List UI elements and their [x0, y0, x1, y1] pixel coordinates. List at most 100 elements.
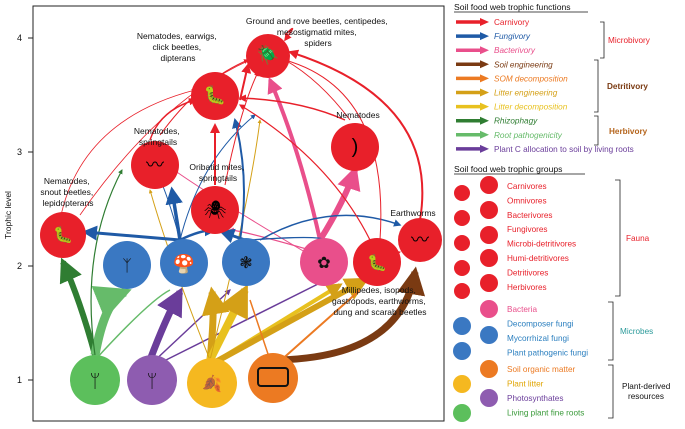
earthworm-icon: 〰: [411, 230, 429, 250]
node-nematodes-top: [331, 123, 379, 171]
node-som: [248, 353, 298, 403]
legend-function-arrowhead: [480, 102, 489, 111]
legend-function-arrowhead: [480, 74, 489, 83]
tick-1: 1: [17, 375, 22, 385]
caterpillar-icon: 🐛: [53, 225, 73, 244]
node-bacteria: [300, 238, 348, 286]
group-microbivory: Microbivory: [608, 36, 651, 45]
legend-plant-item: Photosynthates: [507, 394, 563, 403]
legend-functions-title: Soil food web trophic functions: [454, 2, 571, 12]
legend-function-arrowhead: [480, 18, 489, 26]
legend-function-arrowhead: [480, 130, 489, 139]
legend-function-arrowhead: [480, 60, 489, 69]
legend-plant-item: Living plant fine roots: [507, 409, 584, 418]
fauna-label: Fauna: [626, 234, 650, 243]
node-omnivores: [191, 72, 239, 120]
label-oribatid: Oribatid mites, springtails: [189, 162, 246, 183]
legend-function-label: Fungivory: [494, 32, 531, 41]
tick-3: 3: [17, 147, 22, 157]
root-tip-icon: ᛘ: [147, 371, 158, 391]
y-axis: 4 3 2 1 Trophic level: [3, 33, 33, 385]
label-ground-beetles-l2: mesostigmatid mites,: [277, 27, 357, 37]
node-plant-litter: [187, 358, 237, 408]
mite-icon: 🕷: [204, 200, 227, 220]
node-labels: Ground and rove beetles, centipedes, mes…: [40, 16, 435, 317]
legend-fauna-item: Carnivores: [507, 182, 547, 191]
label-ground-beetles-l3: spiders: [304, 38, 331, 48]
nematode-icon: 〰: [146, 155, 164, 175]
legend-groups: Soil food web trophic groups CarnivoresO…: [453, 164, 671, 422]
legend-groups-title: Soil food web trophic groups: [454, 164, 562, 174]
legend-microbe-item: Mycorrhizal fungi: [507, 334, 569, 343]
millipede-icon: 🐛: [367, 253, 387, 272]
legend-functions: Soil food web trophic functions Carnivor…: [454, 2, 651, 154]
legend-function-label: Litter decomposition: [494, 103, 568, 112]
plot-frame: [32, 5, 445, 422]
legend-function-arrowhead: [480, 116, 489, 125]
label-nematodes-springtails: Nematodes, springtails: [134, 126, 182, 147]
worm-icon: ): [352, 136, 359, 158]
legend-function-label: Plant C allocation to soil by living roo…: [494, 145, 634, 154]
node-nematodes-springtails: [131, 141, 179, 189]
soil-block-icon: [257, 367, 289, 387]
fungi-icon: ᛉ: [122, 258, 132, 275]
label-ground-beetles-l1: Ground and rove beetles, centipedes,: [246, 16, 388, 26]
bacteria-icon: ✿: [317, 255, 330, 272]
group-detritivory: Detritivory: [607, 82, 648, 91]
legend-function-arrowhead: [480, 32, 489, 41]
node-photosynthates: [127, 355, 177, 405]
microbes-label: Microbes: [620, 327, 653, 336]
node-carnivores-top: [246, 34, 290, 78]
legend-microbe-item: Plant pathogenic fungi: [507, 349, 588, 358]
label-nematodes-top: Nematodes: [336, 110, 379, 120]
label-earthworms: Earthworms: [390, 208, 435, 218]
legend-function-arrowhead: [480, 88, 489, 97]
y-axis-label: Trophic level: [3, 191, 13, 239]
legend-plant-item: Soil organic matter: [507, 365, 576, 374]
legend-fauna-item: Herbivores: [507, 283, 547, 292]
legend-fauna-item: Detritivores: [507, 268, 548, 277]
node-earthworms: [398, 218, 442, 262]
legend-function-arrowhead: [480, 46, 489, 55]
node-plant-pathogenic-fungi: [103, 241, 151, 289]
earwig-icon: 🐛: [204, 84, 226, 105]
legend-microbe-item: Bacteria: [507, 305, 537, 314]
legend-fauna-item: Omnivores: [507, 196, 547, 205]
legend-function-label: Root pathogenicity: [494, 131, 563, 140]
legend-function-arrowhead: [480, 144, 489, 153]
flow-arrows: [59, 27, 426, 371]
node-decomposer-fungi: [160, 239, 208, 287]
legend-function-label: SOM decomposition: [494, 74, 568, 83]
node-microbi-detritivores: [353, 238, 401, 286]
roots-icon: ᛘ: [90, 371, 101, 391]
legend-fauna-item: Humi-detritivores: [507, 254, 569, 263]
node-oribatid: [191, 186, 239, 234]
tick-2: 2: [17, 261, 22, 271]
legend-fauna-item: Bacterivores: [507, 211, 553, 220]
label-nematodes-earwigs: Nematodes, earwigs, click beetles, dipte…: [137, 31, 219, 63]
group-herbivory: Herbivory: [609, 127, 648, 136]
mycorrhiza-icon: ❃: [239, 255, 252, 272]
node-roots: [70, 355, 120, 405]
legend-function-label: Rhizophagy: [494, 117, 538, 126]
legend-function-label: Bacterivory: [494, 46, 536, 55]
node-snout-beetles: [40, 212, 86, 258]
beetle-icon: 🪲: [257, 44, 279, 66]
label-snout-beetles: Nematodes, snout beetles, lepidopterans: [40, 176, 95, 208]
plant-label-l2: resources: [628, 392, 664, 401]
legend-plant-item: Plant litter: [507, 380, 544, 389]
leaf-icon: 🍂: [202, 374, 222, 393]
legend-function-label: Carnivory: [494, 18, 530, 27]
label-millipedes: Millipedes, isopods, gastropods, earthwo…: [332, 285, 428, 317]
legend-microbe-item: Decomposer fungi: [507, 320, 574, 329]
label-ground-beetles: Ground and rove beetles, centipedes, mes…: [246, 16, 390, 48]
trophic-nodes: 🪲 🐛 〰 ) 🕷 🐛 ᛉ 🍄 ❃ ✿ 🐛 〰 ᛘ ᛘ 🍂: [40, 34, 442, 408]
plant-label-l1: Plant-derived: [622, 382, 671, 391]
legend-fauna-item: Microbi-detritivores: [507, 240, 576, 249]
mushroom-icon: 🍄: [173, 253, 195, 274]
node-mycorrhizal-fungi: [222, 238, 270, 286]
legend-fauna-item: Fungivores: [507, 225, 548, 234]
tick-4: 4: [17, 33, 22, 43]
legend-function-label: Litter engineering: [494, 89, 558, 98]
